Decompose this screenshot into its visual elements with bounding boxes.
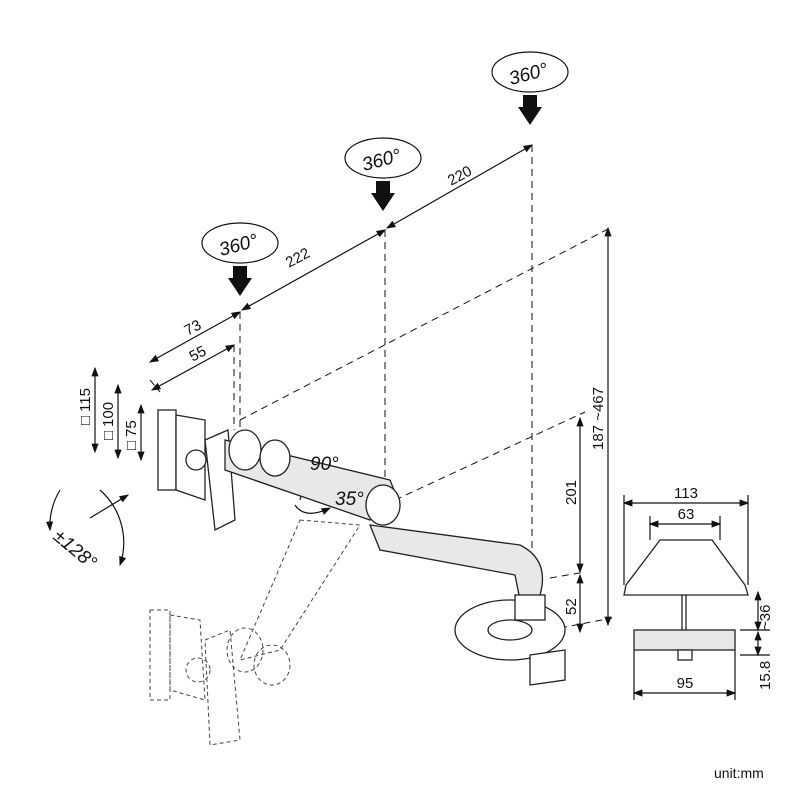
swivel-angle: ±128° (49, 526, 101, 574)
clamp-bottom-width: 95 (677, 675, 694, 692)
monitor-arm (157, 409, 566, 686)
vesa-75: □75 (123, 420, 140, 450)
labels: 360° 360° 360° 222 220 73 55 □115 □100 □… (49, 59, 774, 692)
offset-outer: 73 (182, 317, 205, 340)
pivot-lines (149, 145, 613, 629)
clamp-bottom-thickness: 15.8 (757, 661, 774, 690)
offset-inner: 55 (187, 343, 210, 366)
desk-clamp-detail (623, 539, 749, 661)
tilt-down-angle: 35° (335, 489, 364, 510)
height-range: 187 ~467 (590, 387, 607, 450)
base-height: 52 (563, 598, 580, 615)
vesa-115: □115 (77, 388, 94, 425)
clamp-inner-width: 63 (678, 506, 695, 523)
rotation-label: 360° (360, 145, 404, 176)
segment-2-length: 220 (445, 163, 475, 190)
segment-1-length: 222 (283, 245, 313, 272)
arm-rise: 201 (563, 480, 580, 505)
dimension-lines (91, 144, 770, 700)
unit-label: unit:mm (714, 765, 764, 781)
rotation-label: 360° (217, 230, 261, 261)
tilt-up-angle: 90° (310, 454, 339, 475)
vesa-100: □100 (100, 402, 117, 440)
clamp-gap: ~36 (757, 605, 774, 630)
alternate-position-ghost (149, 519, 361, 746)
clamp-top-width: 113 (674, 485, 698, 502)
rotation-label: 360° (507, 59, 551, 90)
